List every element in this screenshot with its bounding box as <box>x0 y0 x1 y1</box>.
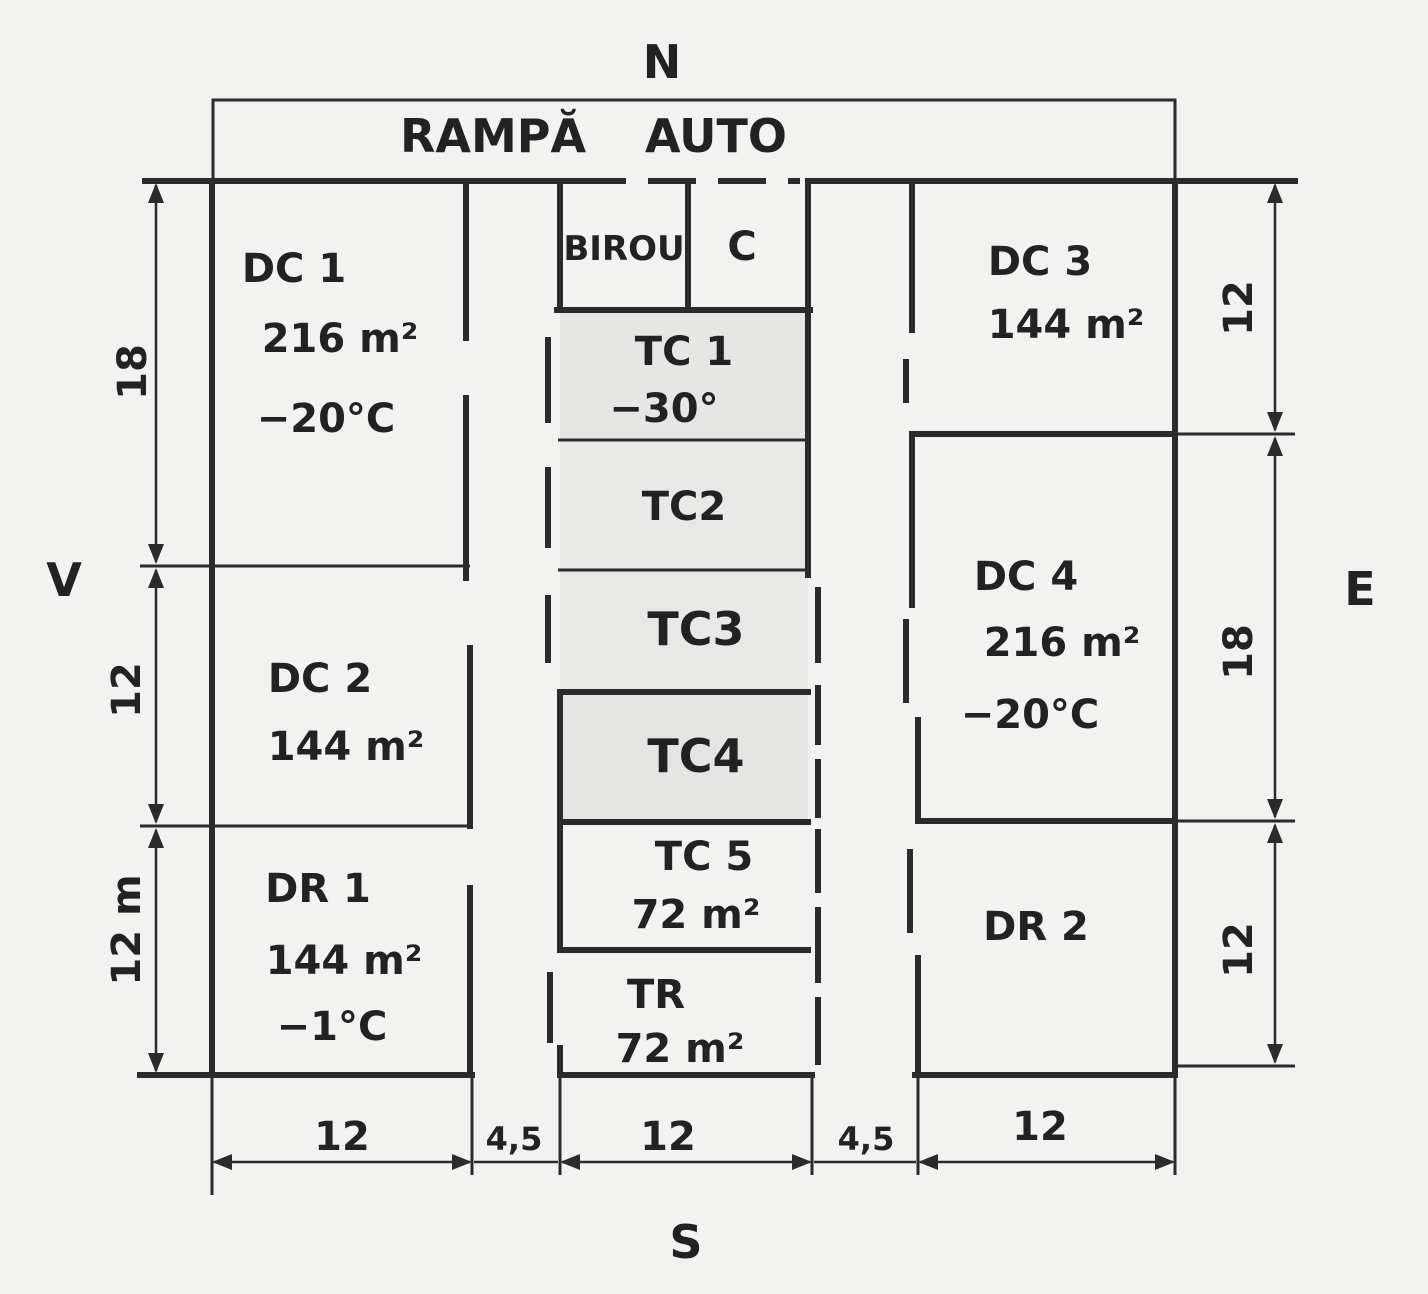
dim-bottom-5: 12 <box>1012 1104 1068 1150</box>
left-dimensions: 18 12 12 m <box>104 183 164 1073</box>
room-dc1: DC 1 216 m² −20°C <box>242 246 418 442</box>
tc5-area: 72 m² <box>632 892 761 938</box>
dc4-name: DC 4 <box>974 554 1078 600</box>
dim-bottom-1: 12 <box>314 1114 370 1160</box>
dr1-name: DR 1 <box>265 866 371 912</box>
dim-bottom-4: 4,5 <box>838 1120 895 1158</box>
compass-north: N <box>643 35 682 89</box>
dc2-name: DC 2 <box>268 656 372 702</box>
dc2-area: 144 m² <box>268 724 425 770</box>
ramp-label-1: RAMPĂ <box>400 108 587 163</box>
tc5-name: TC 5 <box>655 834 753 880</box>
room-tc1: TC 1 −30° <box>609 329 733 432</box>
dr1-temp: −1°C <box>277 1004 388 1050</box>
room-c: C <box>727 224 756 270</box>
dim-right-1: 12 <box>1216 280 1262 336</box>
dr1-area: 144 m² <box>266 938 423 984</box>
bottom-dimensions: 12 4,5 12 4,5 12 <box>210 1075 1177 1195</box>
dc4-temp: −20°C <box>961 692 1100 738</box>
dc1-name: DC 1 <box>242 246 346 292</box>
room-dr1: DR 1 144 m² −1°C <box>265 866 422 1050</box>
dim-left-3: 12 m <box>104 874 150 985</box>
dc3-name: DC 3 <box>988 239 1092 285</box>
room-tc2: TC2 <box>642 484 726 530</box>
dim-bottom-3: 12 <box>640 1114 696 1160</box>
dc3-area: 144 m² <box>988 302 1145 348</box>
room-dc3: DC 3 144 m² <box>988 239 1145 348</box>
ramp-auto: RAMPĂ AUTO <box>211 98 1177 180</box>
tc1-temp: −30° <box>609 386 718 432</box>
compass-east: E <box>1344 562 1375 616</box>
dim-left-1: 18 <box>110 344 156 400</box>
tc1-name: TC 1 <box>635 329 733 375</box>
dim-bottom-2: 4,5 <box>486 1120 543 1158</box>
compass-south: S <box>669 1215 702 1269</box>
dc1-temp: −20°C <box>257 396 396 442</box>
room-tr: TR 72 m² <box>616 972 745 1072</box>
room-dr2: DR 2 <box>983 904 1089 950</box>
right-dimensions: 12 18 12 <box>1216 183 1283 1064</box>
dc1-area: 216 m² <box>262 316 419 362</box>
room-dc2: DC 2 144 m² <box>268 656 425 770</box>
room-dc4: DC 4 216 m² −20°C <box>961 554 1141 738</box>
ramp-label-2: AUTO <box>645 109 787 163</box>
room-tc3: TC3 <box>647 602 744 656</box>
dc4-area: 216 m² <box>984 620 1141 666</box>
room-birou: BIROU <box>563 229 684 269</box>
room-tc5: TC 5 72 m² <box>632 834 761 938</box>
room-tc4: TC4 <box>647 729 744 783</box>
dim-right-3: 12 <box>1216 922 1262 978</box>
dim-right-2: 18 <box>1216 624 1262 680</box>
compass-west: V <box>46 553 82 607</box>
tr-name: TR <box>627 972 685 1018</box>
tr-area: 72 m² <box>616 1026 745 1072</box>
central-block <box>545 178 821 1078</box>
dim-left-2: 12 <box>104 662 150 718</box>
